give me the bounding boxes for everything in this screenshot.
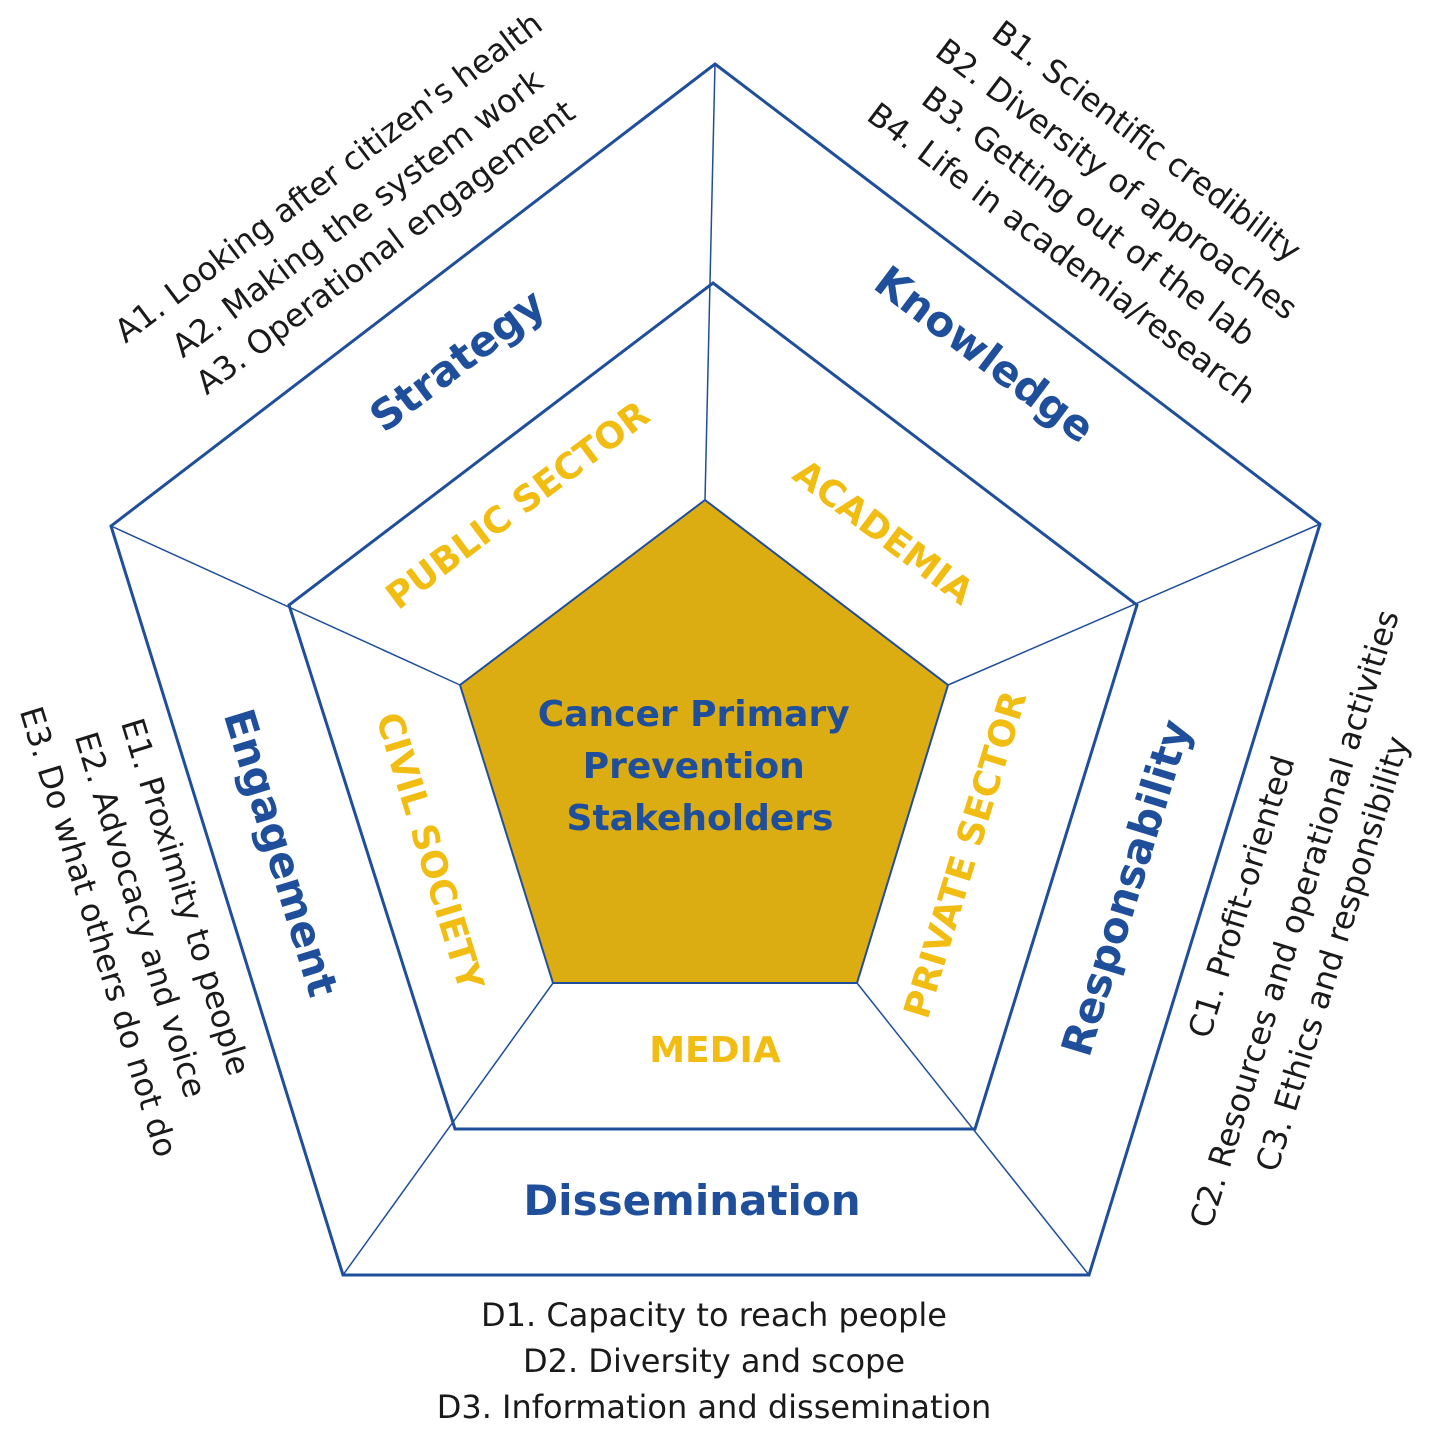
inner-pentagon (458, 498, 950, 984)
dimension-dissemination: Dissemination (523, 1176, 860, 1225)
center-line-3: Stakeholders (567, 798, 834, 839)
criteria-d1: D1. Capacity to reach people (481, 1296, 947, 1334)
dimension-engagement: Engagement (214, 703, 348, 1002)
criteria-b: B1. Scientific credibility B2. Diversity… (860, 13, 1308, 412)
center-line-1: Cancer Primary (538, 694, 850, 735)
sector-media: MEDIA (649, 1030, 781, 1071)
middle-pentagon (287, 281, 1139, 1131)
criteria-e: E1. Proximity to people E2. Advocacy and… (12, 702, 258, 1161)
criteria-d3: D3. Information and dissemination (437, 1388, 992, 1426)
center-title: Cancer Primary Prevention Stakeholders (538, 694, 862, 839)
dimension-strategy: Strategy (361, 279, 555, 442)
outer-pentagon (109, 62, 1322, 1277)
criteria-c: C1. Profit-oriented C2. Resources and op… (1181, 605, 1417, 1232)
sector-civil: CIVIL SOCIETY (367, 708, 491, 996)
dimension-knowledge: Knowledge (866, 256, 1104, 453)
connector-lines (110, 63, 1321, 1276)
dimension-responsability: Responsability (1052, 714, 1201, 1062)
criteria-d: D1. Capacity to reach people D2. Diversi… (437, 1296, 992, 1426)
center-line-2: Prevention (583, 746, 805, 787)
criteria-d2: D2. Diversity and scope (523, 1342, 905, 1380)
